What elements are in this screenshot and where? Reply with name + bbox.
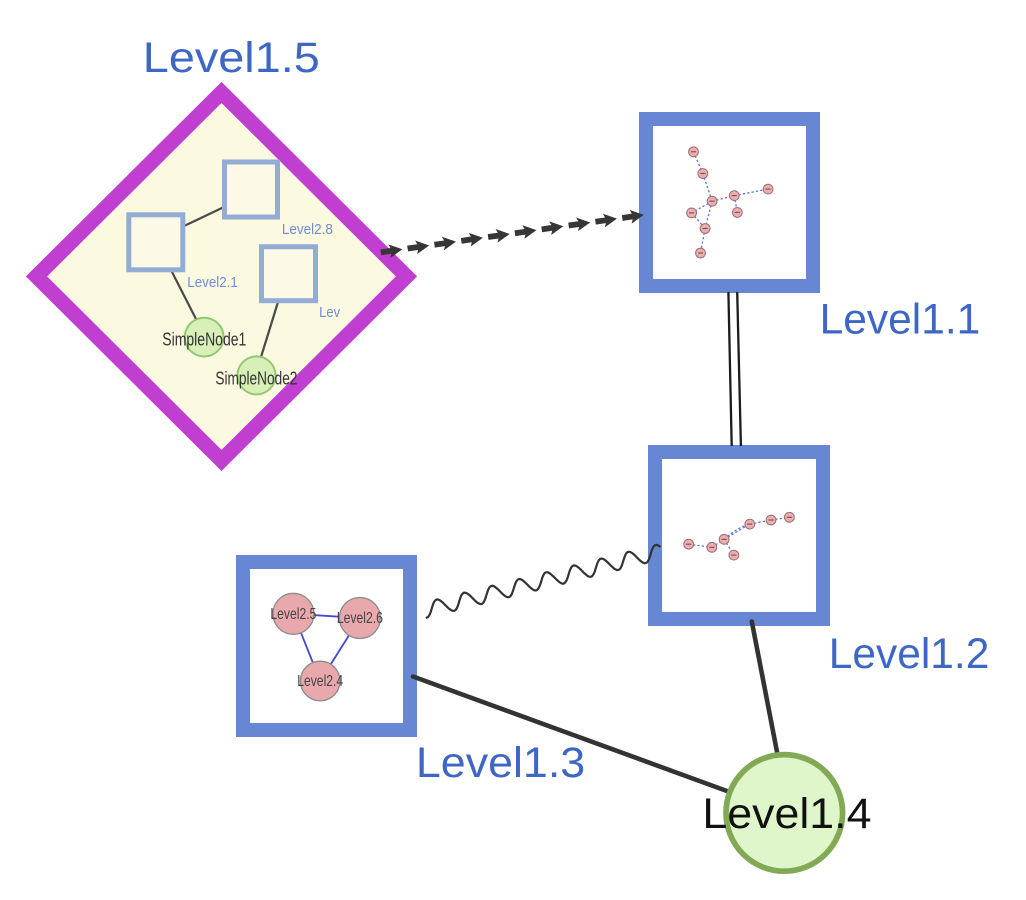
- svg-text:Level1.1: Level1.1: [820, 296, 981, 344]
- svg-text:Lev: Lev: [319, 304, 340, 321]
- svg-text:Level2.5: Level2.5: [270, 606, 316, 623]
- svg-text:Level1.2: Level1.2: [829, 630, 990, 678]
- svg-text:Level1.4: Level1.4: [702, 790, 871, 838]
- svg-text:Level2.1: Level2.1: [187, 274, 238, 291]
- svg-text:Level2.6: Level2.6: [337, 610, 383, 627]
- svg-text:Level2.4: Level2.4: [297, 673, 343, 690]
- svg-text:Level1.5: Level1.5: [143, 34, 320, 82]
- svg-text:SimpleNode1: SimpleNode1: [162, 330, 246, 350]
- svg-text:Level1.3: Level1.3: [416, 739, 585, 787]
- svg-text:Level2.8: Level2.8: [282, 221, 333, 238]
- svg-text:SimpleNode2: SimpleNode2: [215, 369, 297, 389]
